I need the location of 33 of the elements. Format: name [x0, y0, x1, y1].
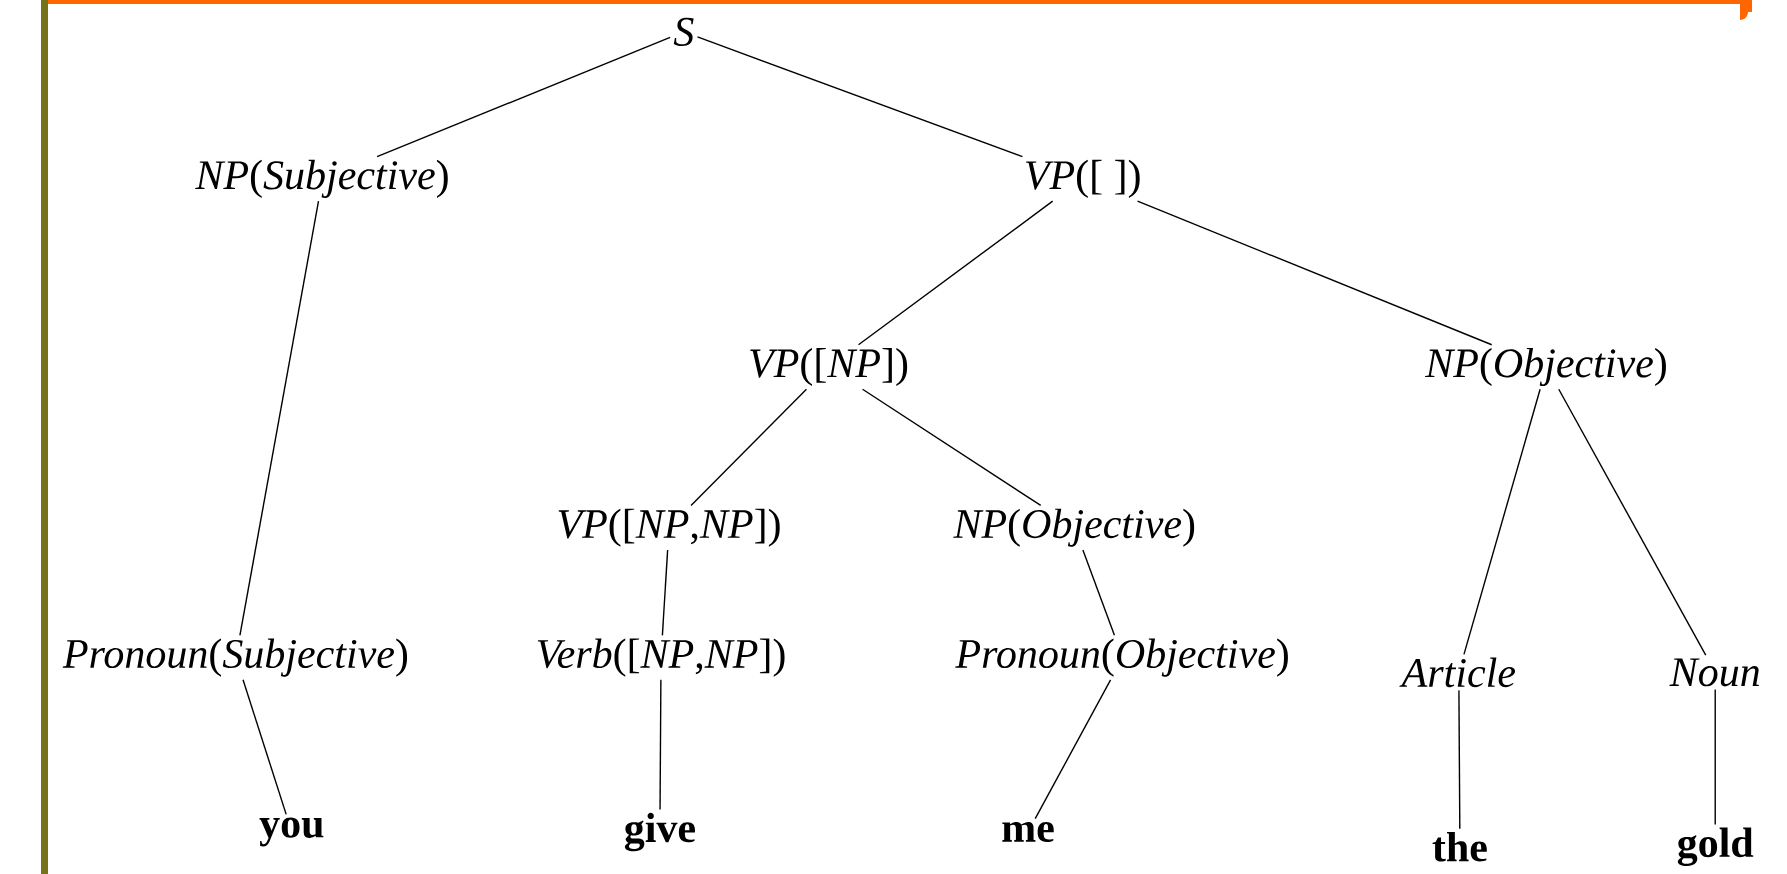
category-label: VP([ ])	[1026, 159, 1140, 198]
category-label: NP(Objective)	[953, 508, 1195, 547]
tree-branch	[696, 36, 1024, 158]
tree-branch	[376, 36, 671, 158]
tree-branch	[1034, 679, 1112, 820]
tree-branch	[1082, 549, 1116, 637]
tree-branch	[1458, 689, 1461, 830]
category-label: Pronoun(Objective)	[955, 638, 1288, 677]
tree-branch	[690, 388, 808, 507]
word-label: give	[624, 812, 695, 852]
tree-branch	[239, 200, 320, 637]
tree-branch	[661, 549, 669, 637]
category-label: NP(Objective)	[1424, 347, 1666, 387]
tree-branch	[1463, 388, 1541, 656]
tree-branch	[861, 388, 1042, 507]
tree-branch	[659, 679, 662, 811]
word-label: me	[1002, 821, 1054, 843]
tree-branch	[1714, 688, 1716, 826]
category-label: Noun	[1669, 658, 1759, 687]
category-label: Verb([NP,NP])	[537, 638, 785, 677]
category-label: NP(Subjective)	[195, 159, 448, 198]
category-label: VP([NP])	[750, 347, 908, 387]
word-label: you	[259, 817, 324, 847]
tree-branch	[1558, 388, 1707, 656]
category-label: S	[673, 17, 694, 46]
tree-branch	[1136, 200, 1493, 346]
tree-branch	[857, 200, 1054, 346]
tree-branch	[242, 679, 287, 816]
category-label: Pronoun(Subjective)	[62, 638, 408, 677]
word-label: gold	[1677, 827, 1754, 866]
word-label: the	[1432, 832, 1487, 862]
category-label: VP([NP,NP])	[558, 508, 780, 547]
category-label: Article	[1399, 657, 1516, 688]
